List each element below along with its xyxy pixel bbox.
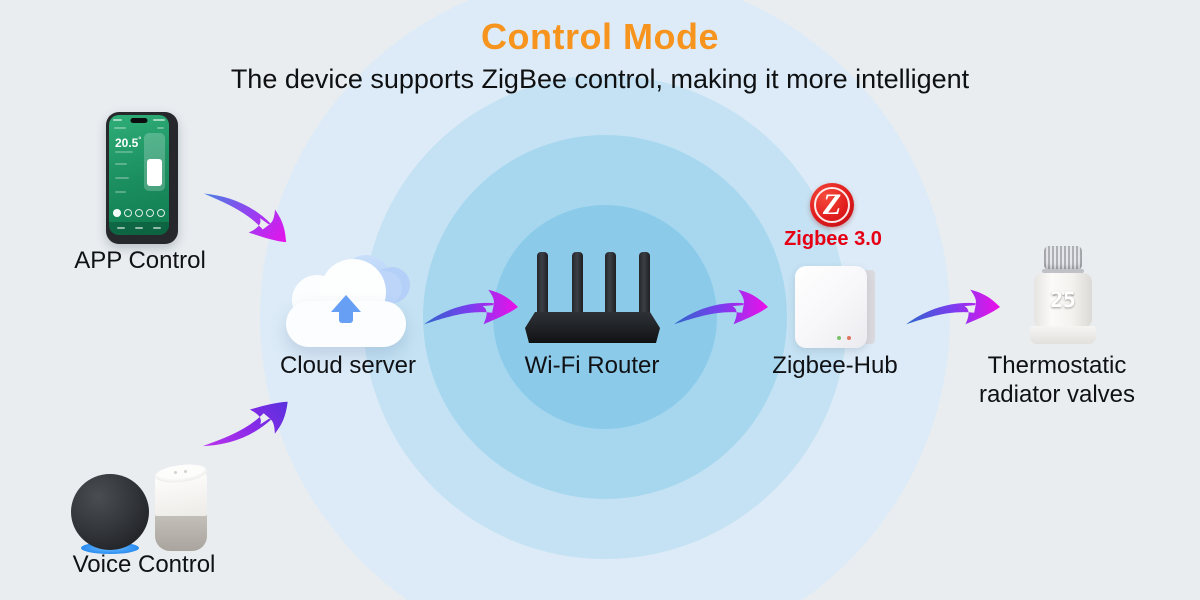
- router-antenna-4: [639, 252, 650, 318]
- phone-status-icons: [153, 119, 165, 121]
- phone-notch: [130, 118, 148, 123]
- phone-appbar-title: [114, 127, 126, 129]
- page-subtitle: The device supports ZigBee control, maki…: [230, 64, 970, 94]
- valve-status-icons: [1034, 282, 1092, 300]
- zigbee-version-badge: Zigbee 3.0: [784, 228, 882, 250]
- voice-control-label: Voice Control: [72, 551, 216, 578]
- hub-led-green: [837, 336, 841, 340]
- phone-set-temp-caption: [115, 151, 133, 153]
- valve-knurled-cap: [1044, 246, 1082, 270]
- phone-status-bar: [113, 119, 122, 121]
- wifi-router-label: Wi-Fi Router: [524, 352, 660, 379]
- google-home-speaker-base: [155, 511, 207, 551]
- arrow-voice-to-cloud-icon: [200, 385, 300, 476]
- page-title: Control Mode: [481, 16, 719, 57]
- phone-nav-item-1[interactable]: [117, 227, 125, 229]
- cloud-upload-arrow-icon: [331, 295, 361, 312]
- phone-mode-button-3[interactable]: [146, 209, 154, 217]
- phone-device-panel: [144, 133, 165, 191]
- valve-label-line-1: Thermostatic: [987, 352, 1127, 379]
- phone-nav-bar: [109, 222, 169, 235]
- phone-info-line-3: [115, 191, 126, 193]
- arrow-cloud-to-router-icon: [423, 288, 519, 328]
- zigbee-hub-label: Zigbee-Hub: [772, 352, 898, 379]
- google-home-button-dot-2: [184, 470, 187, 473]
- router-antenna-3: [605, 252, 616, 318]
- cloud-server-label: Cloud server: [279, 352, 417, 379]
- valve-led-display: 25: [1050, 288, 1076, 312]
- valve-body: 25: [1034, 273, 1092, 328]
- arrow-router-to-hub-icon: [673, 288, 769, 328]
- hub-front-face: [795, 266, 867, 348]
- google-home-button-dot-1: [174, 471, 177, 474]
- phone-nav-item-2[interactable]: [135, 227, 143, 229]
- phone-mode-button-1[interactable]: [124, 209, 132, 217]
- phone-valve-image: [147, 159, 162, 186]
- cloud-upload-arrow-stem: [339, 311, 353, 323]
- valve-base: [1030, 326, 1096, 344]
- echo-dot-body: [71, 474, 149, 550]
- zigbee-hub-device: [795, 266, 875, 348]
- router-antenna-2: [572, 252, 583, 318]
- smartphone-device: 20.5°: [106, 112, 178, 244]
- arrow-hub-to-valve-icon: [905, 288, 1001, 328]
- cloud-server-icon: [282, 253, 414, 353]
- phone-mode-button-2[interactable]: [135, 209, 143, 217]
- google-home-device: [154, 461, 208, 551]
- phone-info-line-1: [115, 163, 127, 165]
- phone-app-screen: 20.5°: [109, 115, 169, 235]
- zigbee-logo-letter: Z: [822, 188, 842, 221]
- echo-dot-device: [70, 474, 150, 554]
- thermostatic-valve-label: Thermostatic radiator valves: [957, 352, 1157, 410]
- wifi-router-icon: [525, 252, 660, 344]
- thermostatic-valve-device: 25: [1030, 246, 1096, 346]
- hub-led-red: [847, 336, 851, 340]
- valve-label-line-2: radiator valves: [978, 380, 1136, 408]
- phone-settings-button[interactable]: [157, 209, 165, 217]
- valve-collar: [1042, 269, 1084, 273]
- zigbee-logo-icon: Z: [810, 183, 854, 227]
- phone-temperature-readout: 20.5°: [115, 136, 142, 150]
- app-control-label: APP Control: [74, 247, 206, 274]
- phone-power-button[interactable]: [113, 209, 121, 217]
- zigbee-logo-ring: [814, 187, 850, 223]
- arrow-app-to-cloud-icon: [201, 165, 300, 258]
- router-body: [525, 312, 660, 343]
- phone-appbar-menu: [157, 127, 164, 129]
- router-antenna-1: [537, 252, 548, 318]
- phone-nav-item-3[interactable]: [153, 227, 161, 229]
- phone-info-line-2: [115, 177, 129, 179]
